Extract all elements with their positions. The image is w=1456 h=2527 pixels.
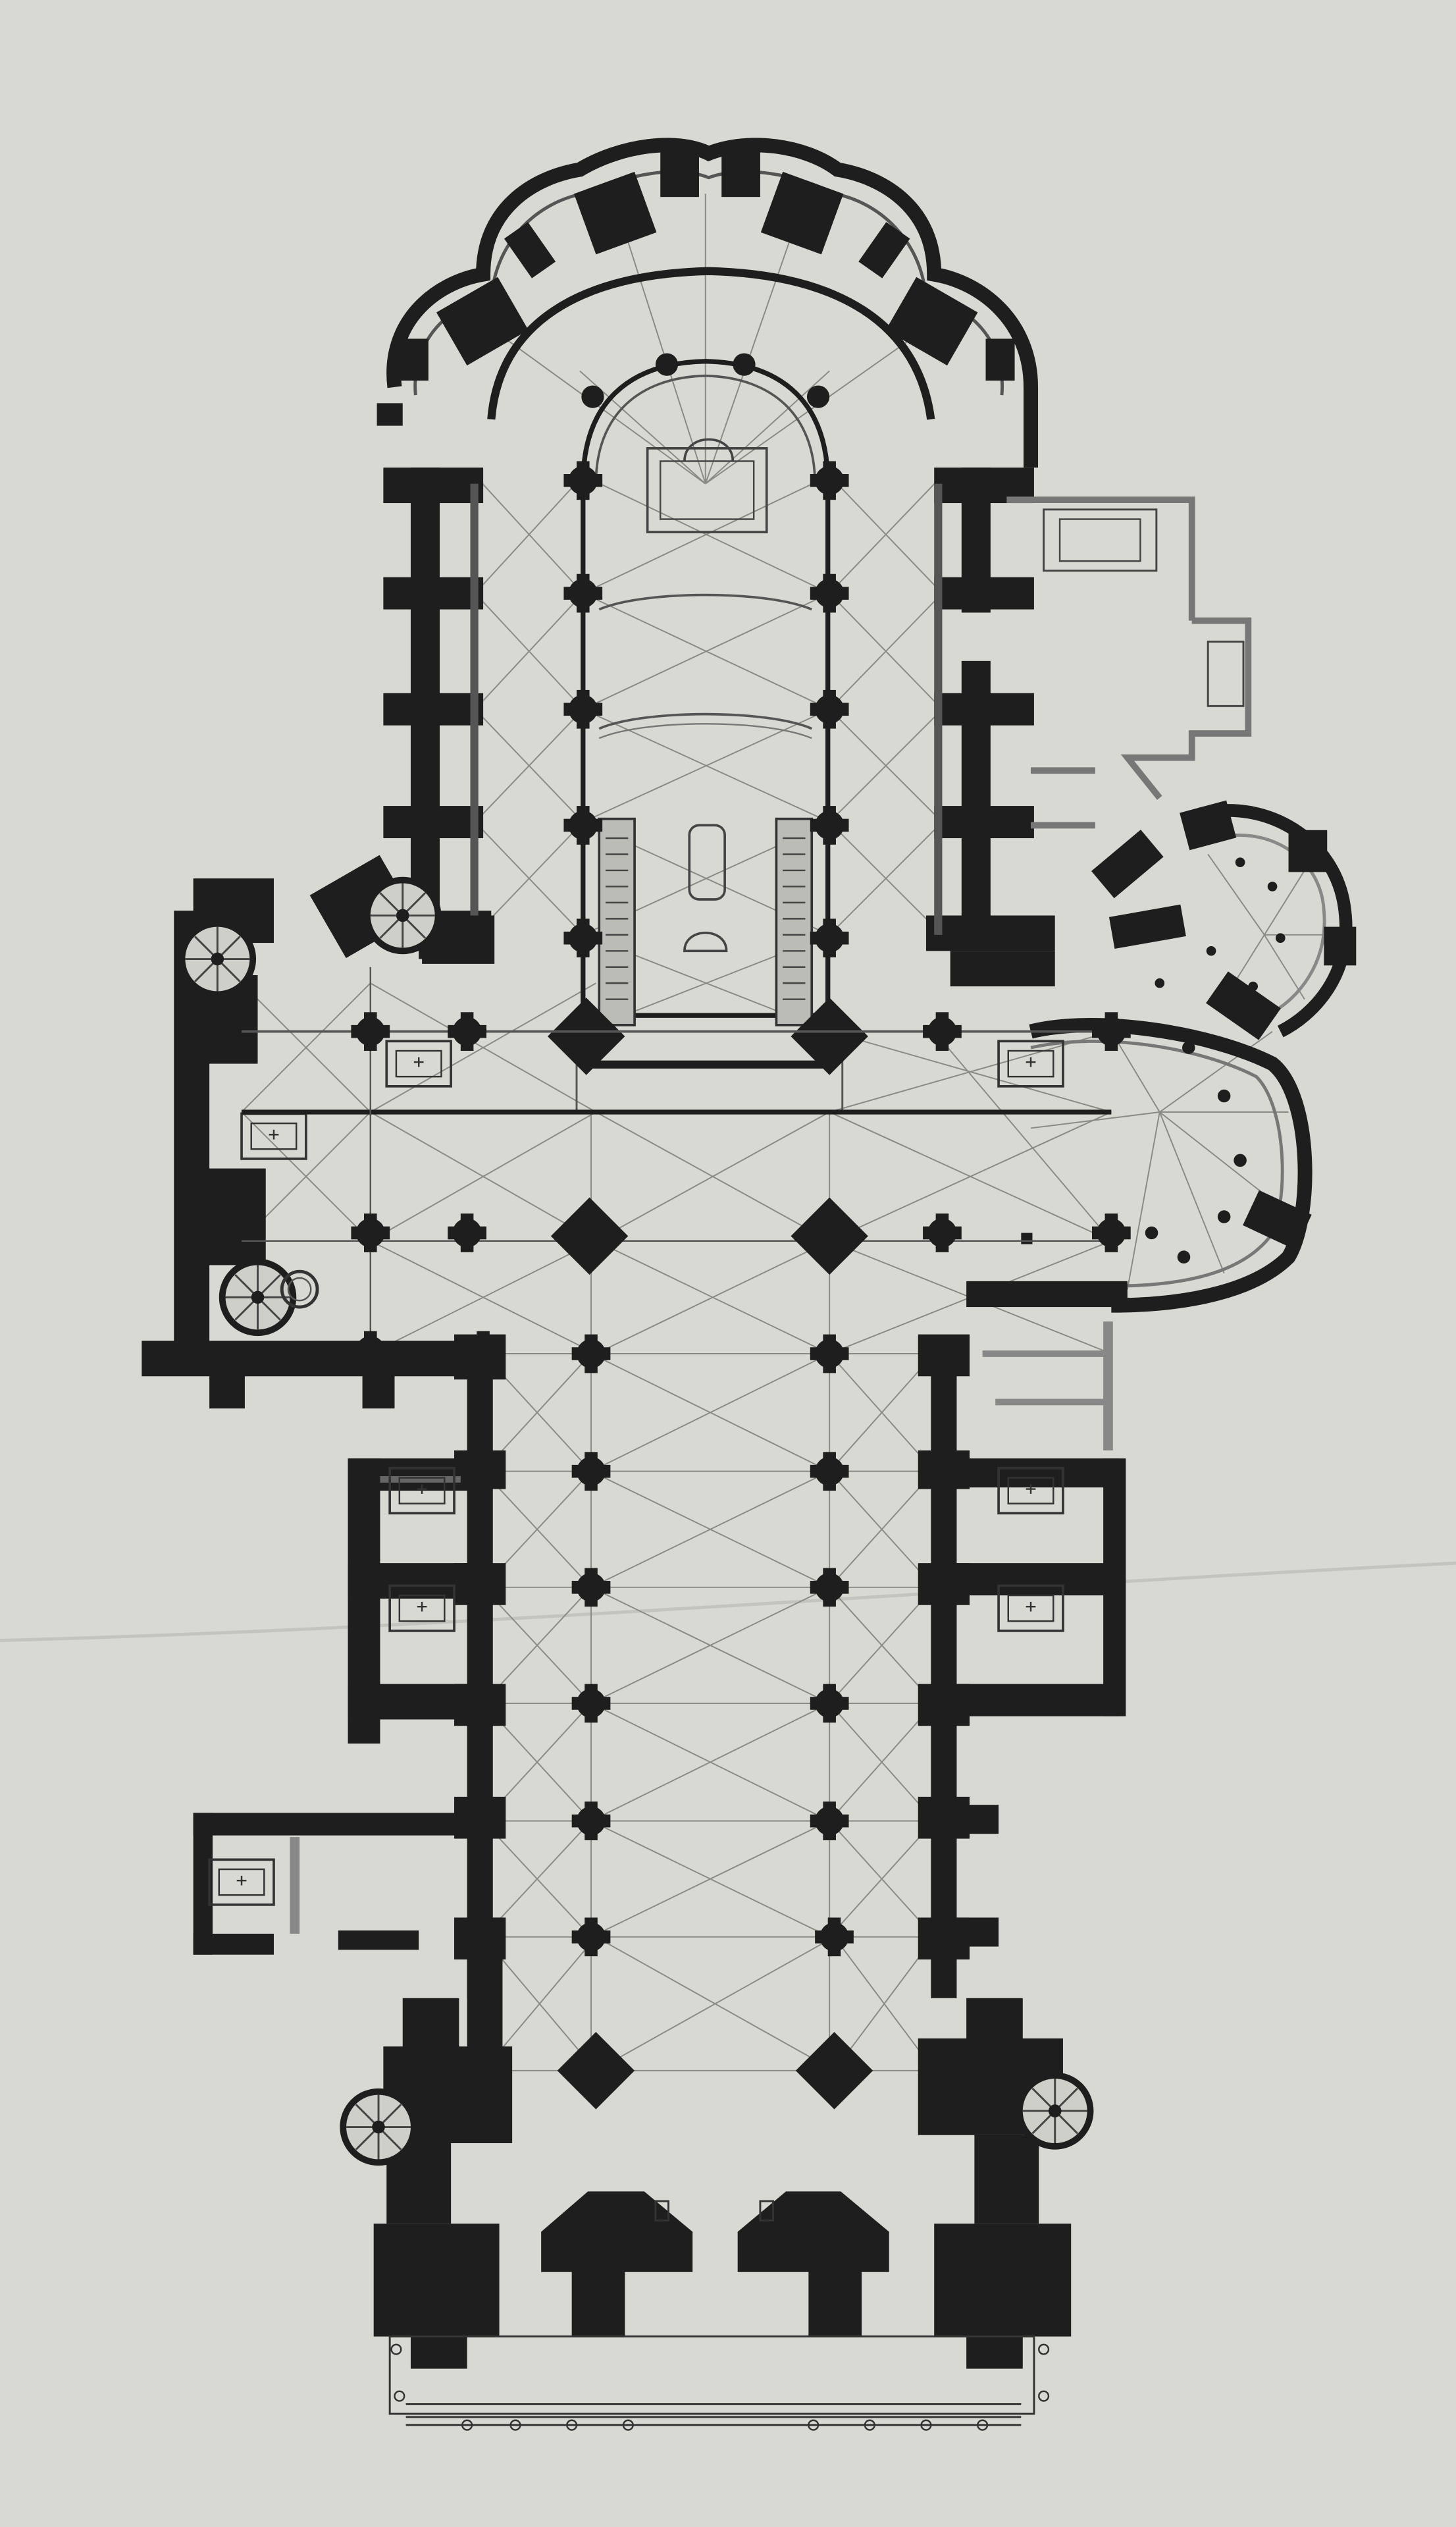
chevet xyxy=(377,138,1039,1113)
stair-south-tower xyxy=(1020,2075,1091,2146)
south-aisle xyxy=(918,1281,1128,1998)
sacristy xyxy=(1006,496,1252,829)
stair-north-choir xyxy=(367,880,438,951)
stair-north-transept-top xyxy=(182,924,253,995)
west-front xyxy=(373,1917,1072,2369)
rotunda-chapels xyxy=(1021,800,1357,1313)
fold-crease xyxy=(0,1561,1456,1643)
sacristy-altars xyxy=(1043,508,1245,707)
parvis xyxy=(388,2335,1050,2431)
stair-north-tower xyxy=(343,2092,414,2163)
font xyxy=(280,1269,319,1309)
